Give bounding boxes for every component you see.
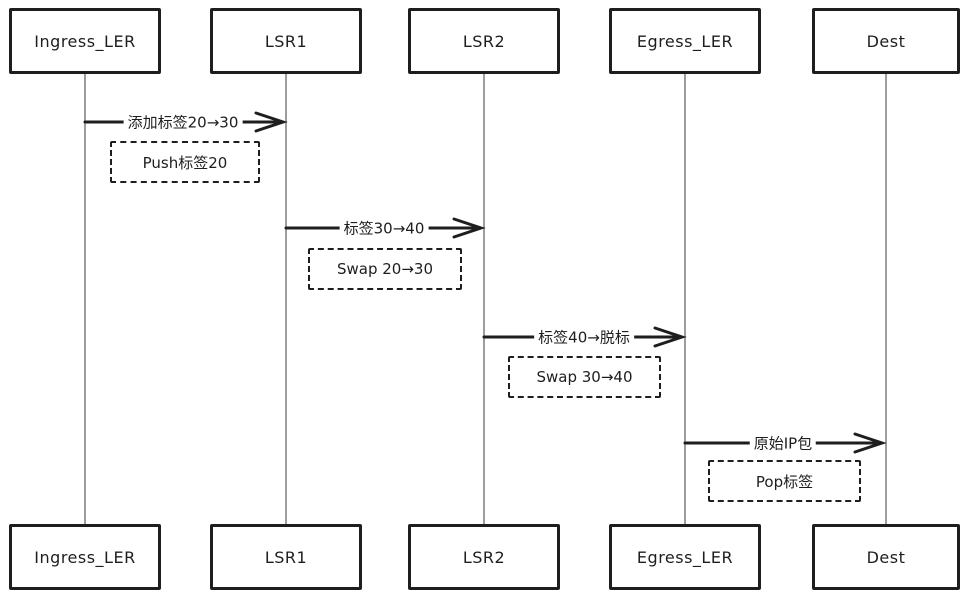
- message-label-4: 原始IP包: [749, 432, 817, 454]
- message-label-1: 添加标签20→30: [123, 111, 243, 133]
- note-text: Pop标签: [755, 472, 814, 491]
- actor-bottom-lsr2: LSR2: [408, 524, 560, 590]
- actor-top-ingress-ler: Ingress_LER: [9, 8, 161, 74]
- lifeline-egress-ler: [684, 74, 686, 524]
- actor-top-lsr1: LSR1: [210, 8, 362, 74]
- actor-top-dest: Dest: [812, 8, 960, 74]
- actor-label: Egress_LER: [636, 31, 734, 51]
- message-label-3: 标签40→脱标: [534, 326, 634, 348]
- actor-bottom-ingress-ler: Ingress_LER: [9, 524, 161, 590]
- message-label-2: 标签30→40: [339, 217, 429, 239]
- note-swap-30-40: Swap 30→40: [508, 356, 661, 398]
- actor-label: LSR1: [264, 31, 308, 51]
- actor-bottom-dest: Dest: [812, 524, 960, 590]
- actor-label: LSR2: [462, 31, 506, 51]
- actor-label: Ingress_LER: [34, 547, 136, 567]
- lifeline-dest: [885, 74, 887, 524]
- actor-label: Dest: [866, 547, 906, 567]
- lifeline-lsr2: [483, 74, 485, 524]
- actor-bottom-egress-ler: Egress_LER: [609, 524, 761, 590]
- lifeline-ingress-ler: [84, 74, 86, 524]
- actor-label: Ingress_LER: [34, 31, 136, 51]
- actor-label: LSR2: [462, 547, 506, 567]
- actor-label: Egress_LER: [636, 547, 734, 567]
- actor-label: Dest: [866, 31, 906, 51]
- note-swap-20-30: Swap 20→30: [308, 248, 462, 290]
- note-text: Swap 20→30: [336, 260, 433, 278]
- note-text: Push标签20: [142, 153, 228, 172]
- actor-label: LSR1: [264, 547, 308, 567]
- note-push-label: Push标签20: [110, 141, 260, 183]
- note-pop-label: Pop标签: [708, 460, 861, 502]
- note-text: Swap 30→40: [536, 368, 633, 386]
- actor-top-lsr2: LSR2: [408, 8, 560, 74]
- actor-top-egress-ler: Egress_LER: [609, 8, 761, 74]
- actor-bottom-lsr1: LSR1: [210, 524, 362, 590]
- lifeline-lsr1: [285, 74, 287, 524]
